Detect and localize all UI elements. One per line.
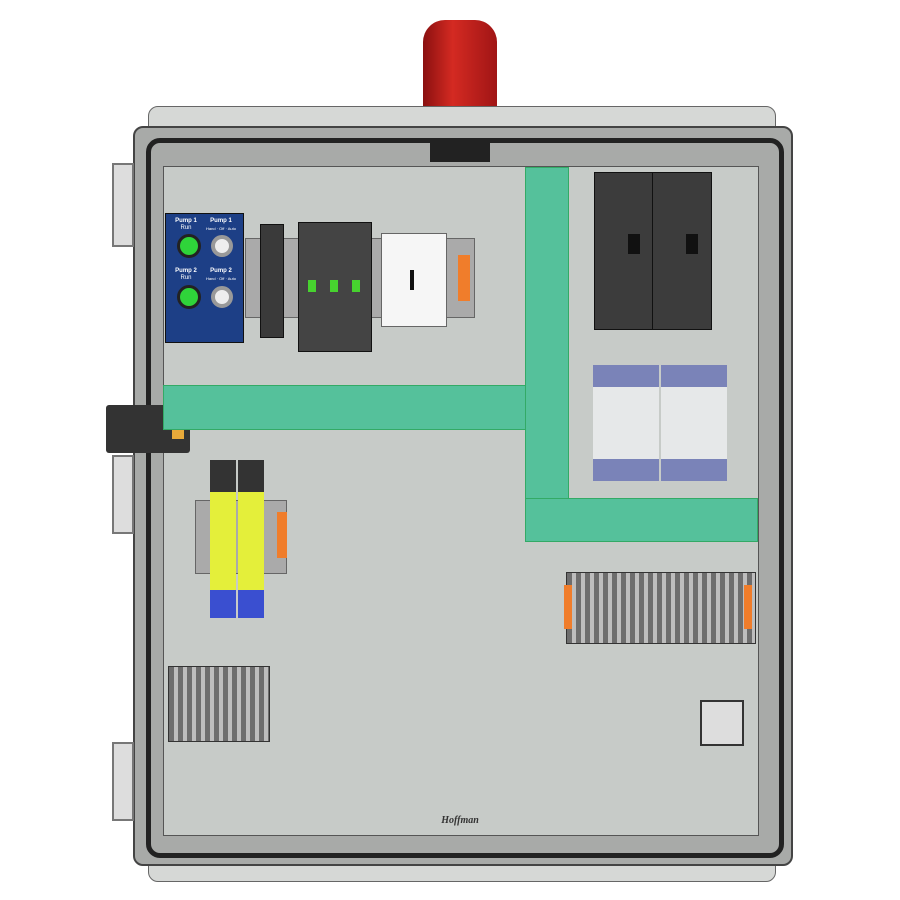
door-gasket xyxy=(146,138,784,858)
hoffman-logo: Hoffman xyxy=(441,815,479,826)
end-stop-orange-relays xyxy=(277,512,287,558)
wireway-vertical xyxy=(525,167,569,502)
hinge-middle xyxy=(112,455,134,534)
end-stop-orange-top xyxy=(458,255,470,301)
contactor-2 xyxy=(661,365,727,481)
alarm-relay-module xyxy=(381,233,447,327)
main-breaker-left xyxy=(594,172,654,330)
pump1-run-light xyxy=(177,234,201,258)
control-relay-1 xyxy=(210,460,236,618)
end-stop-orange-right-r xyxy=(744,585,752,629)
relay-switch-icon xyxy=(410,270,414,290)
hinge-bottom xyxy=(112,742,134,821)
ground-terminals xyxy=(700,700,744,746)
wireway-horizontal-right xyxy=(525,498,758,542)
breaker-indicator-1 xyxy=(308,280,316,292)
breaker-indicator-3 xyxy=(352,280,360,292)
breaker-handle-right xyxy=(686,234,698,254)
breaker-handle-left xyxy=(628,234,640,254)
control-relay-2 xyxy=(238,460,264,618)
breaker-indicator-2 xyxy=(330,280,338,292)
terminal-strip-left xyxy=(168,666,270,742)
contactor-1 xyxy=(593,365,659,481)
pump2-run-light xyxy=(177,285,201,309)
main-breaker-right xyxy=(652,172,712,330)
beacon-base xyxy=(430,142,490,162)
wireway-horizontal-left xyxy=(163,385,528,430)
pump2-hoa-switch[interactable] xyxy=(211,286,233,308)
hinge-top xyxy=(112,163,134,247)
end-stop-orange-right-l xyxy=(564,585,572,629)
pump1-hoa-switch[interactable] xyxy=(211,235,233,257)
terminal-strip-right xyxy=(566,572,756,644)
fuse-holder xyxy=(260,224,284,338)
